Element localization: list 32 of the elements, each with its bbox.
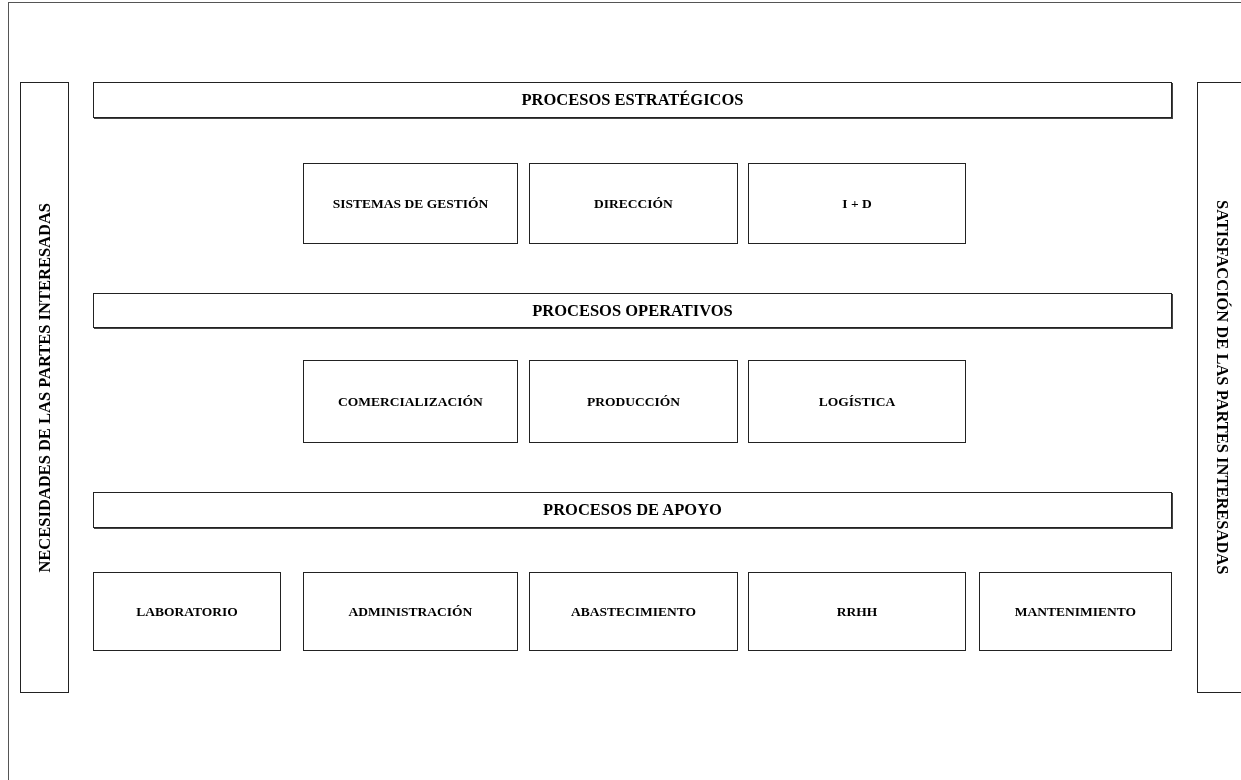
band-title: NECESIDADES DE LAS PARTES INTERESADAS xyxy=(34,202,55,573)
process-box xyxy=(303,572,518,651)
process-name: LOGÍSTICA xyxy=(818,393,896,410)
band-title: PROCESOS DE APOYO xyxy=(543,500,722,520)
process-box xyxy=(303,360,518,443)
process-box xyxy=(748,572,966,651)
band-title: SATISFACCIÓN DE LAS PARTES INTERESADAS xyxy=(1212,200,1232,575)
band-title: PROCESOS OPERATIVOS xyxy=(532,300,733,321)
process-box xyxy=(979,572,1172,651)
side-band xyxy=(20,82,69,693)
process-box xyxy=(748,360,966,443)
process-box xyxy=(529,163,738,244)
process-box xyxy=(303,163,518,244)
process-name: ADMINISTRACIÓN xyxy=(348,603,473,620)
process-name: I + D xyxy=(842,195,872,212)
process-name: ABASTECIMIENTO xyxy=(570,603,696,620)
category-band xyxy=(93,293,1172,328)
process-name: RRHH xyxy=(836,603,878,620)
category-band xyxy=(93,82,1172,118)
process-box xyxy=(748,163,966,244)
process-name: DIRECCIÓN xyxy=(594,195,673,212)
category-band xyxy=(93,492,1172,528)
process-name: LABORATORIO xyxy=(136,603,238,620)
process-box xyxy=(93,572,281,651)
process-name: PRODUCCIÓN xyxy=(587,393,680,410)
process-name: COMERCIALIZACIÓN xyxy=(338,393,483,410)
process-name: MANTENIMIENTO xyxy=(1014,603,1137,620)
process-name: SISTEMAS DE GESTIÓN xyxy=(332,195,489,212)
band-title: PROCESOS ESTRATÉGICOS xyxy=(521,90,744,110)
side-band xyxy=(1197,82,1241,693)
process-box xyxy=(529,360,738,443)
process-box xyxy=(529,572,738,651)
